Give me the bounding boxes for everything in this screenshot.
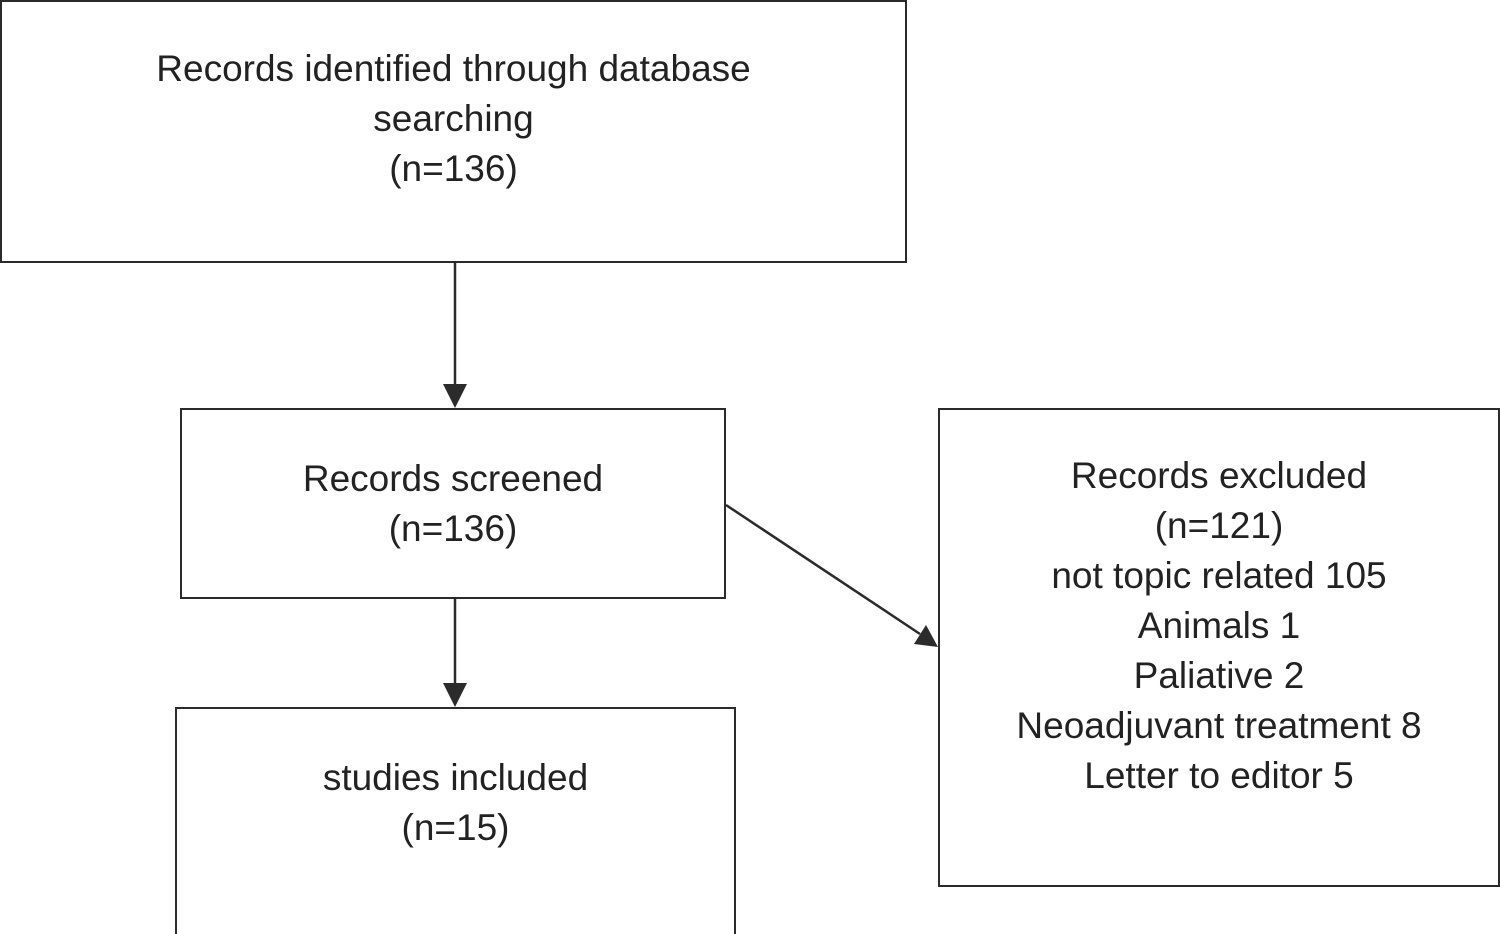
identified-line-1: Records identified through database — [156, 48, 751, 89]
included-label: studies included — [322, 757, 589, 798]
studies-included-box: studies included (n=15) — [175, 707, 736, 934]
records-screened-box: Records screened (n=136) — [180, 408, 726, 599]
arrow-screened-to-excluded — [725, 503, 921, 636]
excluded-reason-not-topic: not topic related 105 — [1051, 555, 1387, 596]
arrowhead-excluded — [914, 625, 938, 647]
screened-count: (n=136) — [388, 508, 518, 549]
excluded-reason-animals: Animals 1 — [1137, 605, 1301, 646]
excluded-reason-paliative: Paliative 2 — [1133, 655, 1305, 696]
excluded-reason-neoadjuvant: Neoadjuvant treatment 8 — [1016, 705, 1422, 746]
records-identified-box: Records identified through database sear… — [0, 0, 907, 263]
identified-line-2: searching — [373, 98, 534, 139]
excluded-reason-letter: Letter to editor 5 — [1084, 755, 1354, 796]
identified-count: (n=136) — [389, 148, 518, 189]
included-count: (n=15) — [401, 807, 510, 848]
arrowhead-screened — [443, 384, 467, 408]
arrowhead-included — [443, 683, 467, 707]
excluded-count: (n=121) — [1154, 505, 1284, 546]
excluded-label: Records excluded — [1070, 455, 1368, 496]
screened-label: Records screened — [302, 458, 604, 499]
records-excluded-box: Records excluded (n=121) not topic relat… — [938, 408, 1500, 887]
